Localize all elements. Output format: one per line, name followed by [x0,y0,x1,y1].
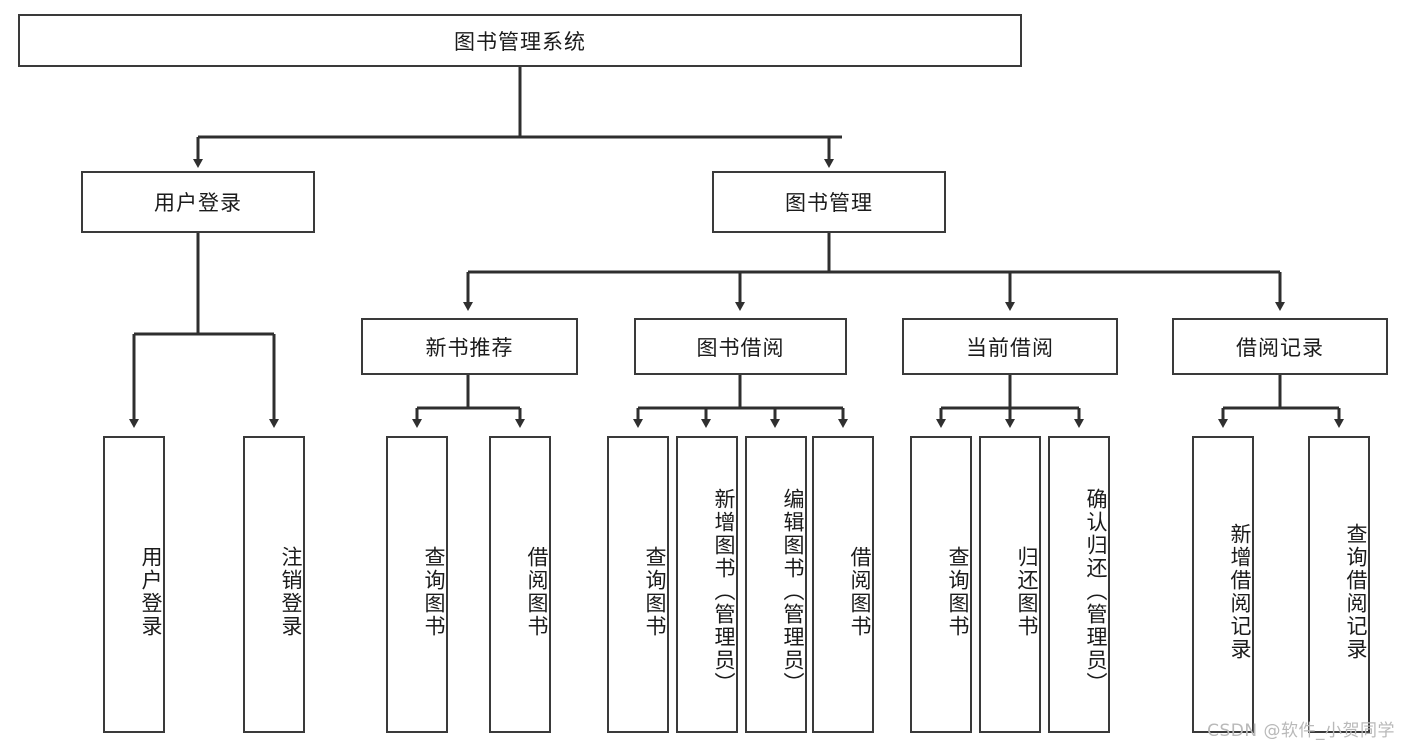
node-leaf-edit-book-label: 编辑图书（管理员） [781,488,805,695]
node-book-management[interactable]: 图书管理 [712,171,946,233]
node-leaf-add-record-label: 新增借阅记录 [1228,522,1252,661]
node-book-borrow-label: 图书借阅 [696,335,785,360]
node-leaf-query-book-3-label: 查询图书 [946,545,970,638]
node-leaf-user-login[interactable]: 用户登录 [103,436,165,733]
node-leaf-borrow-book-1-label: 借阅图书 [525,545,549,638]
node-leaf-add-record[interactable]: 新增借阅记录 [1192,436,1254,733]
node-current-borrow[interactable]: 当前借阅 [902,318,1118,375]
node-leaf-query-book-3[interactable]: 查询图书 [910,436,972,733]
node-leaf-query-record-label: 查询借阅记录 [1344,522,1368,661]
node-leaf-return-book-label: 归还图书 [1015,545,1039,638]
node-leaf-add-book-label: 新增图书（管理员） [712,488,736,695]
node-leaf-confirm-return-label: 确认归还（管理员） [1084,488,1108,695]
node-root[interactable]: 图书管理系统 [18,14,1022,67]
node-borrow-record-label: 借阅记录 [1236,335,1324,360]
node-user-login-label: 用户登录 [154,191,242,215]
node-leaf-query-record[interactable]: 查询借阅记录 [1308,436,1370,733]
node-root-label: 图书管理系统 [454,29,586,54]
node-leaf-borrow-book-1[interactable]: 借阅图书 [489,436,551,733]
node-leaf-user-logout-label: 注销登录 [279,545,303,638]
node-new-book-recommend-label: 新书推荐 [425,335,514,360]
node-leaf-add-book[interactable]: 新增图书（管理员） [676,436,738,733]
node-user-login[interactable]: 用户登录 [81,171,315,233]
node-leaf-confirm-return[interactable]: 确认归还（管理员） [1048,436,1110,733]
node-book-management-label: 图书管理 [785,191,873,215]
csdn-watermark: CSDN @软件_小贺同学 [1207,721,1395,741]
node-leaf-query-book-1[interactable]: 查询图书 [386,436,448,733]
node-leaf-query-book-2[interactable]: 查询图书 [607,436,669,733]
node-borrow-record[interactable]: 借阅记录 [1172,318,1388,375]
node-leaf-query-book-1-label: 查询图书 [422,545,446,638]
node-leaf-user-logout[interactable]: 注销登录 [243,436,305,733]
node-leaf-edit-book[interactable]: 编辑图书（管理员） [745,436,807,733]
node-book-borrow[interactable]: 图书借阅 [634,318,847,375]
node-leaf-borrow-book-2[interactable]: 借阅图书 [812,436,874,733]
node-leaf-return-book[interactable]: 归还图书 [979,436,1041,733]
node-leaf-user-login-label: 用户登录 [139,545,163,638]
node-new-book-recommend[interactable]: 新书推荐 [361,318,578,375]
node-current-borrow-label: 当前借阅 [966,335,1054,360]
node-leaf-query-book-2-label: 查询图书 [643,545,667,638]
node-leaf-borrow-book-2-label: 借阅图书 [848,545,872,638]
